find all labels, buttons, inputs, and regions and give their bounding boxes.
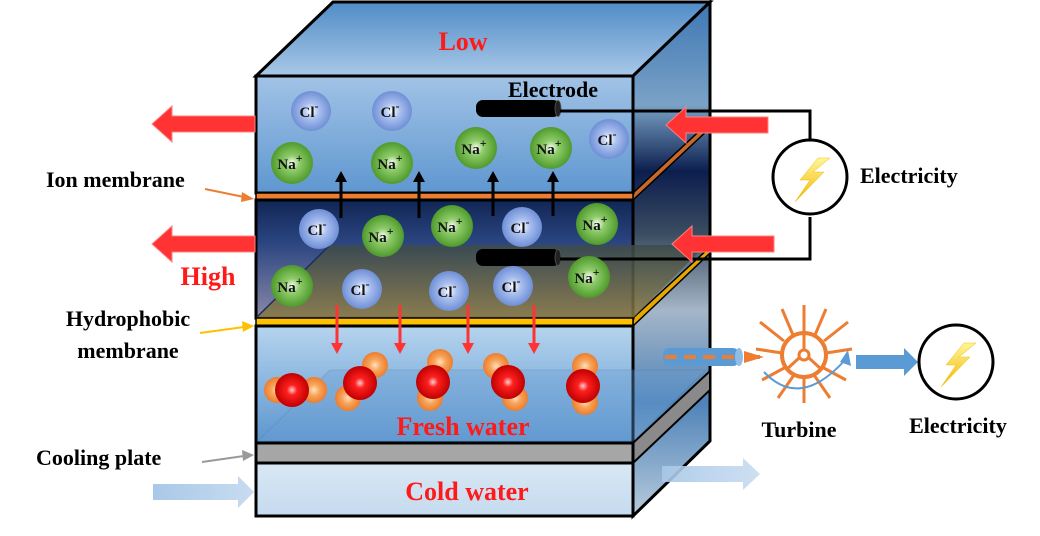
- circuit: [476, 100, 849, 266]
- label-turbine: Turbine: [761, 417, 836, 442]
- sodium-ion: Na+: [371, 142, 413, 184]
- ion-label: Cl-: [300, 99, 319, 121]
- chloride-ion: Cl-: [429, 271, 469, 311]
- down-arrow: [331, 305, 343, 354]
- label-high: High: [181, 262, 236, 291]
- water-molecule: [416, 349, 453, 411]
- inflow-arrow-top: [665, 105, 769, 145]
- inflow-arrow-mid: [671, 224, 775, 264]
- ion-sphere: [362, 215, 404, 257]
- ion-label: Cl-: [381, 99, 400, 121]
- label-hydrophobic-line2: membrane: [77, 338, 179, 363]
- ion-sphere: [429, 271, 469, 311]
- label-fresh-water: Fresh water: [396, 412, 529, 441]
- label-cold-water: Cold water: [405, 477, 528, 506]
- ion-sphere: [493, 266, 533, 306]
- lightning-bolt-icon: [794, 157, 831, 203]
- vapor-arrows: [331, 305, 540, 354]
- ion-sphere: [502, 207, 542, 247]
- sodium-ion: Na+: [576, 203, 618, 245]
- label-low: Low: [438, 27, 487, 56]
- ion-label: Cl-: [308, 217, 327, 239]
- ion-sphere: [291, 91, 331, 131]
- label-cooling-plate: Cooling plate: [36, 445, 162, 470]
- ion-label: Cl-: [351, 277, 370, 299]
- water-molecule: [566, 353, 600, 415]
- label-hydrophobic-line1: Hydrophobic: [66, 306, 191, 331]
- chloride-ion: Cl-: [299, 209, 339, 249]
- chloride-ion: Cl-: [291, 91, 331, 131]
- circuit-wire: [560, 109, 812, 140]
- ion-label: Cl-: [438, 279, 457, 301]
- label-electrode: Electrode: [508, 77, 598, 102]
- chloride-ion: Cl-: [502, 207, 542, 247]
- sodium-ion: Na+: [455, 127, 497, 169]
- down-arrow: [462, 305, 474, 354]
- turbine-section: [663, 305, 995, 403]
- label-electricity-bottom: Electricity: [909, 413, 1007, 438]
- ion-sphere: [342, 269, 382, 309]
- water-molecule: [335, 352, 388, 411]
- pointer-cooling-plate: [201, 450, 254, 463]
- chamber-cold-water: [254, 461, 635, 518]
- sodium-ion: Na+: [530, 127, 572, 169]
- outflow-arrow-top: [151, 104, 256, 144]
- cold-water-inflow-arrow: [153, 476, 254, 508]
- chloride-ion: Cl-: [372, 91, 412, 131]
- ion-sphere: [589, 119, 629, 159]
- ion-label: Cl-: [502, 274, 521, 296]
- cooling-plate: [254, 441, 635, 465]
- ion-sphere: [372, 91, 412, 131]
- down-arrow: [528, 305, 540, 354]
- ion-label: Cl-: [511, 215, 530, 237]
- sodium-ion: Na+: [271, 142, 313, 184]
- ion-sphere: [455, 127, 497, 169]
- up-arrow: [413, 171, 425, 218]
- electrode-top: [476, 100, 560, 117]
- up-arrow: [335, 171, 347, 218]
- up-arrow: [487, 171, 499, 216]
- flow-arrows: [151, 104, 775, 264]
- water-molecule: [483, 353, 528, 411]
- water-molecule: [264, 373, 327, 407]
- label-ion-membrane: Ion membrane: [46, 167, 185, 192]
- ion-sphere: [530, 127, 572, 169]
- ions: Cl-Cl-Na+Na+Na+Na+Cl-Cl-Na+Na+Cl-Na+Na+C…: [271, 91, 629, 311]
- ion-sphere: [568, 256, 610, 298]
- outflow-arrow-mid: [151, 224, 256, 264]
- sodium-ion: Na+: [271, 265, 313, 307]
- ion-sphere: [299, 209, 339, 249]
- ion-transport-arrows: [335, 171, 559, 218]
- chloride-ion: Cl-: [589, 119, 629, 159]
- circuit-wire-return: [560, 217, 812, 261]
- ion-sphere: [371, 142, 413, 184]
- ion-label: Cl-: [598, 127, 617, 149]
- sodium-ion: Na+: [431, 205, 473, 247]
- ion-sphere: [431, 205, 473, 247]
- sodium-ion: Na+: [362, 215, 404, 257]
- power-output-arrow: [856, 348, 918, 376]
- cold-water-outflow-arrow: [662, 458, 760, 490]
- sodium-ion: Na+: [568, 256, 610, 298]
- pointer-hydrophobic-membrane: [199, 321, 254, 334]
- ion-sphere: [271, 265, 313, 307]
- lightning-bolt-icon: [940, 342, 977, 388]
- chloride-ion: Cl-: [342, 269, 382, 309]
- pointer-ion-membrane: [204, 188, 254, 202]
- electrode-bottom: [476, 249, 560, 266]
- vapor-pipe: [663, 348, 739, 366]
- down-arrow: [394, 305, 406, 354]
- up-arrow: [547, 171, 559, 216]
- chloride-ion: Cl-: [493, 266, 533, 306]
- label-electricity-top: Electricity: [860, 163, 958, 188]
- rotation-arrow: [763, 359, 846, 390]
- water-molecules: [264, 349, 600, 415]
- ion-sphere: [271, 142, 313, 184]
- ion-sphere: [576, 203, 618, 245]
